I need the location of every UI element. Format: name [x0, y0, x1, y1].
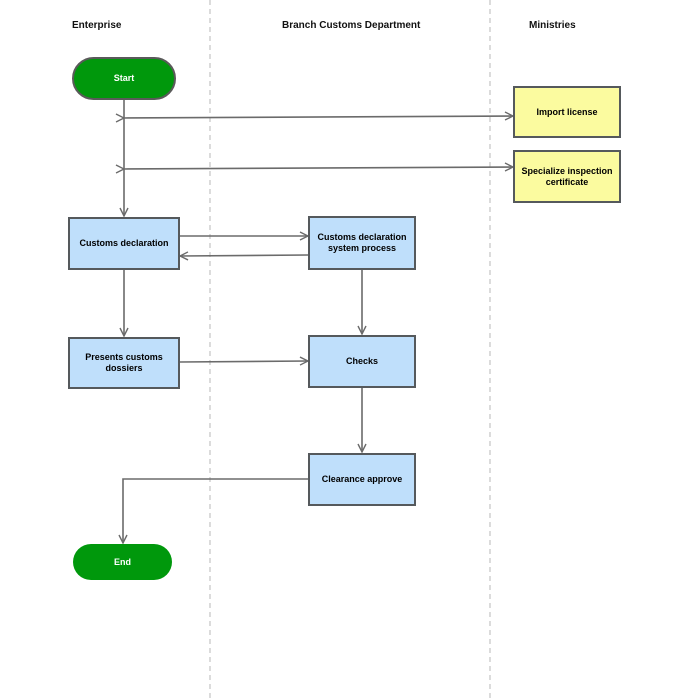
start-node[interactable]: Start: [72, 57, 176, 100]
clearance-approve-box[interactable]: Clearance approve: [308, 453, 416, 506]
specialize-certificate-box[interactable]: Specialize inspection certificate: [513, 150, 621, 203]
lane-title-ministries: Ministries: [529, 20, 576, 31]
presents-dossiers-box[interactable]: Presents customs dossiers: [68, 337, 180, 389]
arrow-system-to-declaration: [180, 255, 309, 256]
lane-title-branch: Branch Customs Department: [282, 20, 421, 31]
arrow-clearance-to-end: [123, 478, 308, 543]
checks-box[interactable]: Checks: [308, 335, 416, 388]
arrow-import-license: [124, 116, 513, 118]
declaration-system-process-box[interactable]: Customs declaration system process: [308, 216, 416, 270]
arrow-dossiers-to-checks: [179, 361, 308, 362]
end-node[interactable]: End: [73, 544, 172, 580]
lane-title-enterprise: Enterprise: [72, 20, 122, 31]
import-license-box[interactable]: Import license: [513, 86, 621, 138]
arrow-specialize-certificate: [124, 167, 513, 169]
customs-declaration-box[interactable]: Customs declaration: [68, 217, 180, 270]
